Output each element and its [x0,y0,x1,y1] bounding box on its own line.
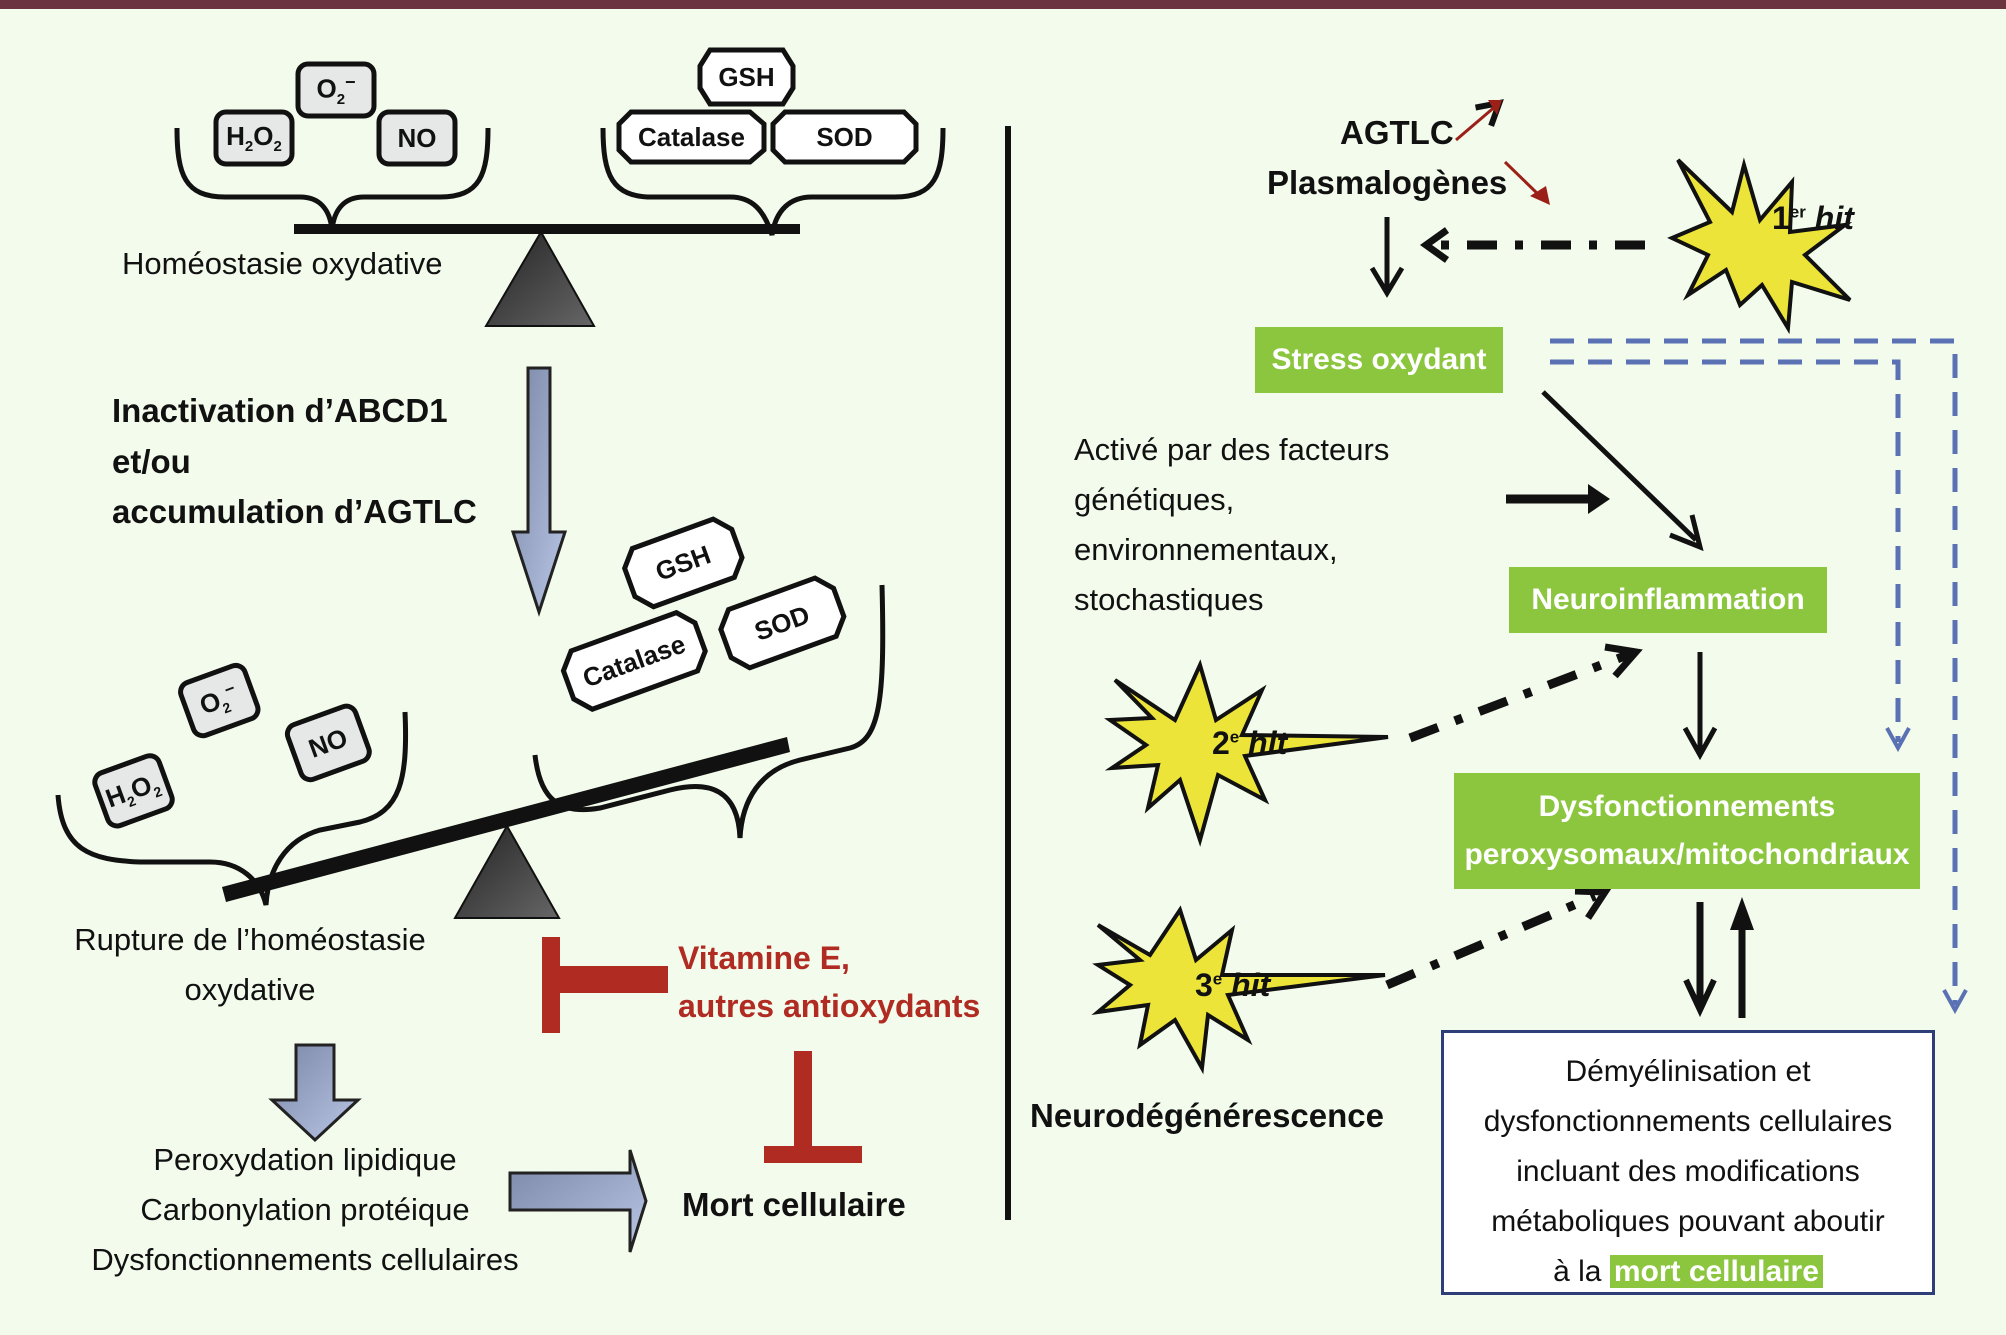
gsh-label: GSH [718,61,775,92]
hit3-star [1091,905,1386,1075]
right-pan [600,127,946,236]
antiox-box-gsh [697,47,796,107]
antiox-box-catalase-tilted [560,609,708,712]
antiox-box-sod-tilted [718,575,847,671]
outcome-line-1: Démyélinisation et [1565,1055,1811,1088]
outcome-line-4: métaboliques pouvant aboutir [1491,1205,1885,1238]
agtlc-label: AGTLC [1340,114,1454,151]
outcome-line-2: dysfonctionnements cellulaires [1483,1105,1893,1138]
unbalanced-scale [55,516,886,919]
antiox-box-catalase [616,109,767,165]
consequence-line-3: Dysfonctionnements cellulaires [91,1242,519,1277]
consequence-line-2: Carbonylation protéique [140,1192,470,1227]
inhibitor-line-1: Vitamine E, [678,940,850,976]
top-border-bar [0,0,2006,9]
hit3-label: 3e hit [1195,967,1271,1003]
neurodegeneration-label: Neurodégénérescence [1030,1097,1384,1134]
rupture-line-1: Rupture de l’homéostasie [74,922,426,957]
inhibitor-symbol-2 [764,1051,862,1163]
ros-box-no-tilted [284,703,372,783]
neuroinflammation-box: Neuroinflammation [1509,567,1827,633]
cell-death-highlight: mort cellulaire [1609,1255,1823,1288]
outcome-line-5: à la mort cellulaire [1444,1247,1932,1297]
sod-label: SOD [816,121,873,152]
hit2-label: 2e hit [1212,725,1288,761]
ros-box-h2o2-tilted [92,753,175,829]
consequence-down-arrow [268,1043,362,1143]
cause-line-2: et/ou [112,443,191,480]
cause-down-arrow [510,366,568,617]
outcome-box: Démyélinisation et dysfonctionnements ce… [1441,1030,1935,1295]
balanced-scale [174,47,946,327]
hit1-label: 1er hit [1772,200,1854,236]
factors-line-3: environnementaux, [1074,532,1338,567]
cause-line-1: Inactivation d’ABCD1 [112,392,448,429]
antiox-box-gsh-tilted [621,516,745,610]
no-label: NO [397,122,437,153]
hit1-star [1667,157,1853,335]
increase-arrow-icon [1455,105,1497,142]
inhibitor-line-2: autres antioxydants [678,988,981,1024]
outcome-line-3: incluant des modifications [1516,1155,1860,1188]
factors-line-4: stochastiques [1074,582,1264,617]
inhibitor-symbol-1 [542,937,668,1033]
dysfunction-box: Dysfonctionnements peroxysomaux/mitochon… [1454,773,1920,889]
cell-death-label: Mort cellulaire [682,1186,906,1223]
hit3-dashed-arrow [1385,891,1597,990]
scale-fulcrum [484,229,596,327]
factors-line-1: Activé par des facteurs [1074,432,1390,467]
decrease-arrow-icon [1503,160,1544,200]
ros-box-no [376,109,458,167]
plasmalogenes-label: Plasmalogènes [1267,164,1508,201]
ros-box-o2-tilted [178,662,261,739]
to-death-arrow [508,1149,648,1253]
ros-box-h2o2 [213,109,295,167]
tilted-fulcrum [453,823,561,919]
hit2-dashed-arrow [1408,649,1632,743]
h2o2-label: H2O2 [226,120,282,156]
hit2-star [1104,659,1389,847]
stress-to-neuroinflammation-arrow [1541,390,1698,542]
cause-line-3: accumulation d’AGTLC [112,493,477,530]
scale-beam [294,224,800,234]
homeostasis-label: Homéostasie oxydative [122,246,443,281]
right-pan-tilted [532,584,886,839]
blue-dashed-pathway [1550,338,1968,1015]
ros-box-o2 [295,61,377,119]
dysfunction-line-2: peroxysomaux/mitochondriaux [1464,838,1910,871]
antiox-box-sod [770,109,919,165]
dysfunction-line-1: Dysfonctionnements [1538,790,1836,823]
catalase-label: Catalase [638,121,745,152]
superoxide-label: O2− [316,72,356,108]
tilted-beam [222,737,790,902]
left-pan-tilted [55,711,409,906]
stress-oxydant-box: Stress oxydant [1255,327,1503,393]
consequence-line-1: Peroxydation lipidique [153,1142,457,1177]
rupture-line-2: oxydative [184,972,316,1007]
factors-line-2: génétiques, [1074,482,1235,517]
